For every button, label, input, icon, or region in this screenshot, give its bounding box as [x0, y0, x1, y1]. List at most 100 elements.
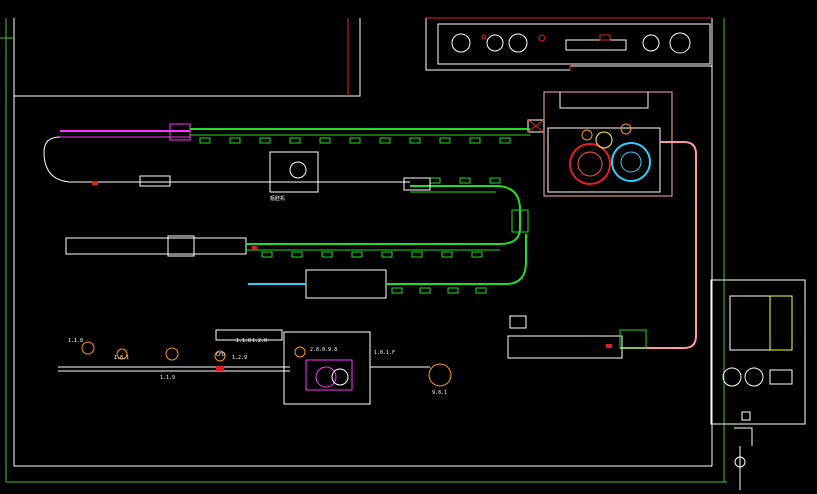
red-valve [538, 34, 546, 42]
red-marker [92, 181, 98, 185]
blow-molder [269, 151, 319, 193]
packing-frame [509, 315, 527, 329]
label-right-1: 1.0.1.F [374, 350, 396, 356]
red-valve [481, 34, 487, 40]
tank-symbol [642, 34, 660, 52]
conveyor-tick [447, 287, 459, 294]
label-lower-3: 1.1.9 [160, 375, 176, 381]
machine-body [565, 39, 627, 51]
conveyors [43, 123, 647, 372]
bottom-machine [315, 366, 337, 388]
conveyor-tick [439, 137, 451, 144]
tank-symbol [669, 32, 691, 54]
conveyor-tick [349, 137, 361, 144]
packing-green [619, 329, 647, 349]
conveyor-turn [505, 234, 527, 285]
red-marker [606, 344, 612, 348]
conveyor-tick [409, 137, 421, 144]
conveyor-tick [319, 137, 331, 144]
bottom-machine [331, 368, 349, 386]
control-panel [769, 295, 793, 351]
outer-boundary [5, 18, 727, 483]
inner-wall [13, 18, 361, 97]
tank-symbol [451, 33, 471, 53]
conveyor-tick [229, 137, 241, 144]
filler-red-inner [577, 151, 603, 177]
orange-symbol [428, 363, 452, 387]
filler-yellow [595, 131, 613, 149]
conveyor-tick [489, 177, 501, 184]
orange-symbols [81, 123, 632, 387]
label-lower-4: 1.1.8 [236, 338, 252, 344]
orange-symbol [581, 129, 593, 141]
orange-symbol [620, 123, 632, 135]
tank-symbol [508, 33, 528, 53]
orange-symbol [165, 347, 179, 361]
filler-cyan-inner [620, 151, 642, 173]
conveyor-tick [321, 251, 333, 258]
filler-red [569, 143, 611, 185]
return-conveyor [620, 141, 697, 349]
filling-room-inner [547, 127, 661, 193]
filling-room-wall [543, 91, 673, 197]
bottom-room-inner [305, 359, 353, 391]
conveyor-tick [259, 137, 271, 144]
conveyor-tick [351, 251, 363, 258]
conveyor-tick [459, 177, 471, 184]
conveyor-tick [381, 251, 393, 258]
label-lower-2: 1.8.1 [114, 355, 130, 361]
palletizer [139, 175, 171, 187]
unit [167, 235, 195, 257]
transformer [744, 367, 764, 387]
label-lower-5: CFD [216, 352, 226, 358]
conveyor-tick [469, 137, 481, 144]
exterior-equipment [734, 427, 753, 446]
conveyor-tick [261, 251, 273, 258]
conveyor-turn [499, 227, 521, 245]
conveyor-tick [441, 251, 453, 258]
magenta-unit [169, 123, 191, 141]
preform-machine [65, 237, 247, 255]
conveyor-tick [499, 137, 511, 144]
label-lower-6: 1.2.8 [252, 338, 268, 344]
switch-box [769, 369, 793, 385]
conveyor-tick [419, 287, 431, 294]
orange-symbol [214, 350, 226, 362]
conveyor-turn [43, 136, 71, 183]
filling-room-header [559, 92, 649, 109]
conveyor-tick [291, 251, 303, 258]
packing-machine [507, 335, 623, 359]
label-room: 2.8.0.9.8 [310, 347, 338, 353]
top-equipment [437, 23, 711, 70]
transformer [722, 367, 742, 387]
bottom-room-wall [283, 331, 371, 405]
red-markers [92, 181, 612, 371]
orange-symbol [116, 348, 128, 360]
bottom-room [215, 329, 371, 405]
red-marker [252, 246, 257, 250]
unit [403, 177, 431, 191]
label-lower-7: 1.2.9 [232, 355, 248, 361]
label-lower-1: 1.1.8 [68, 338, 84, 344]
conveyor-tick [379, 137, 391, 144]
machine-details [139, 151, 431, 257]
label-right-2: 9.8.1 [432, 390, 448, 396]
conveyor-tick [471, 251, 483, 258]
red-marker [599, 34, 611, 41]
tank-symbol [486, 34, 504, 52]
conveyor-tick [391, 287, 403, 294]
conveyor-ticks [199, 137, 511, 294]
equipment-box [437, 23, 711, 65]
red-marker [216, 366, 224, 371]
conveyor-tick [475, 287, 487, 294]
entry-box [527, 119, 545, 133]
electrical-room-contents [722, 295, 793, 490]
filling-room [527, 91, 673, 197]
platform [215, 329, 283, 341]
orange-symbol [294, 346, 306, 358]
conveyor-tick [411, 251, 423, 258]
orange-symbol [81, 341, 95, 355]
entry-cross [527, 119, 545, 133]
